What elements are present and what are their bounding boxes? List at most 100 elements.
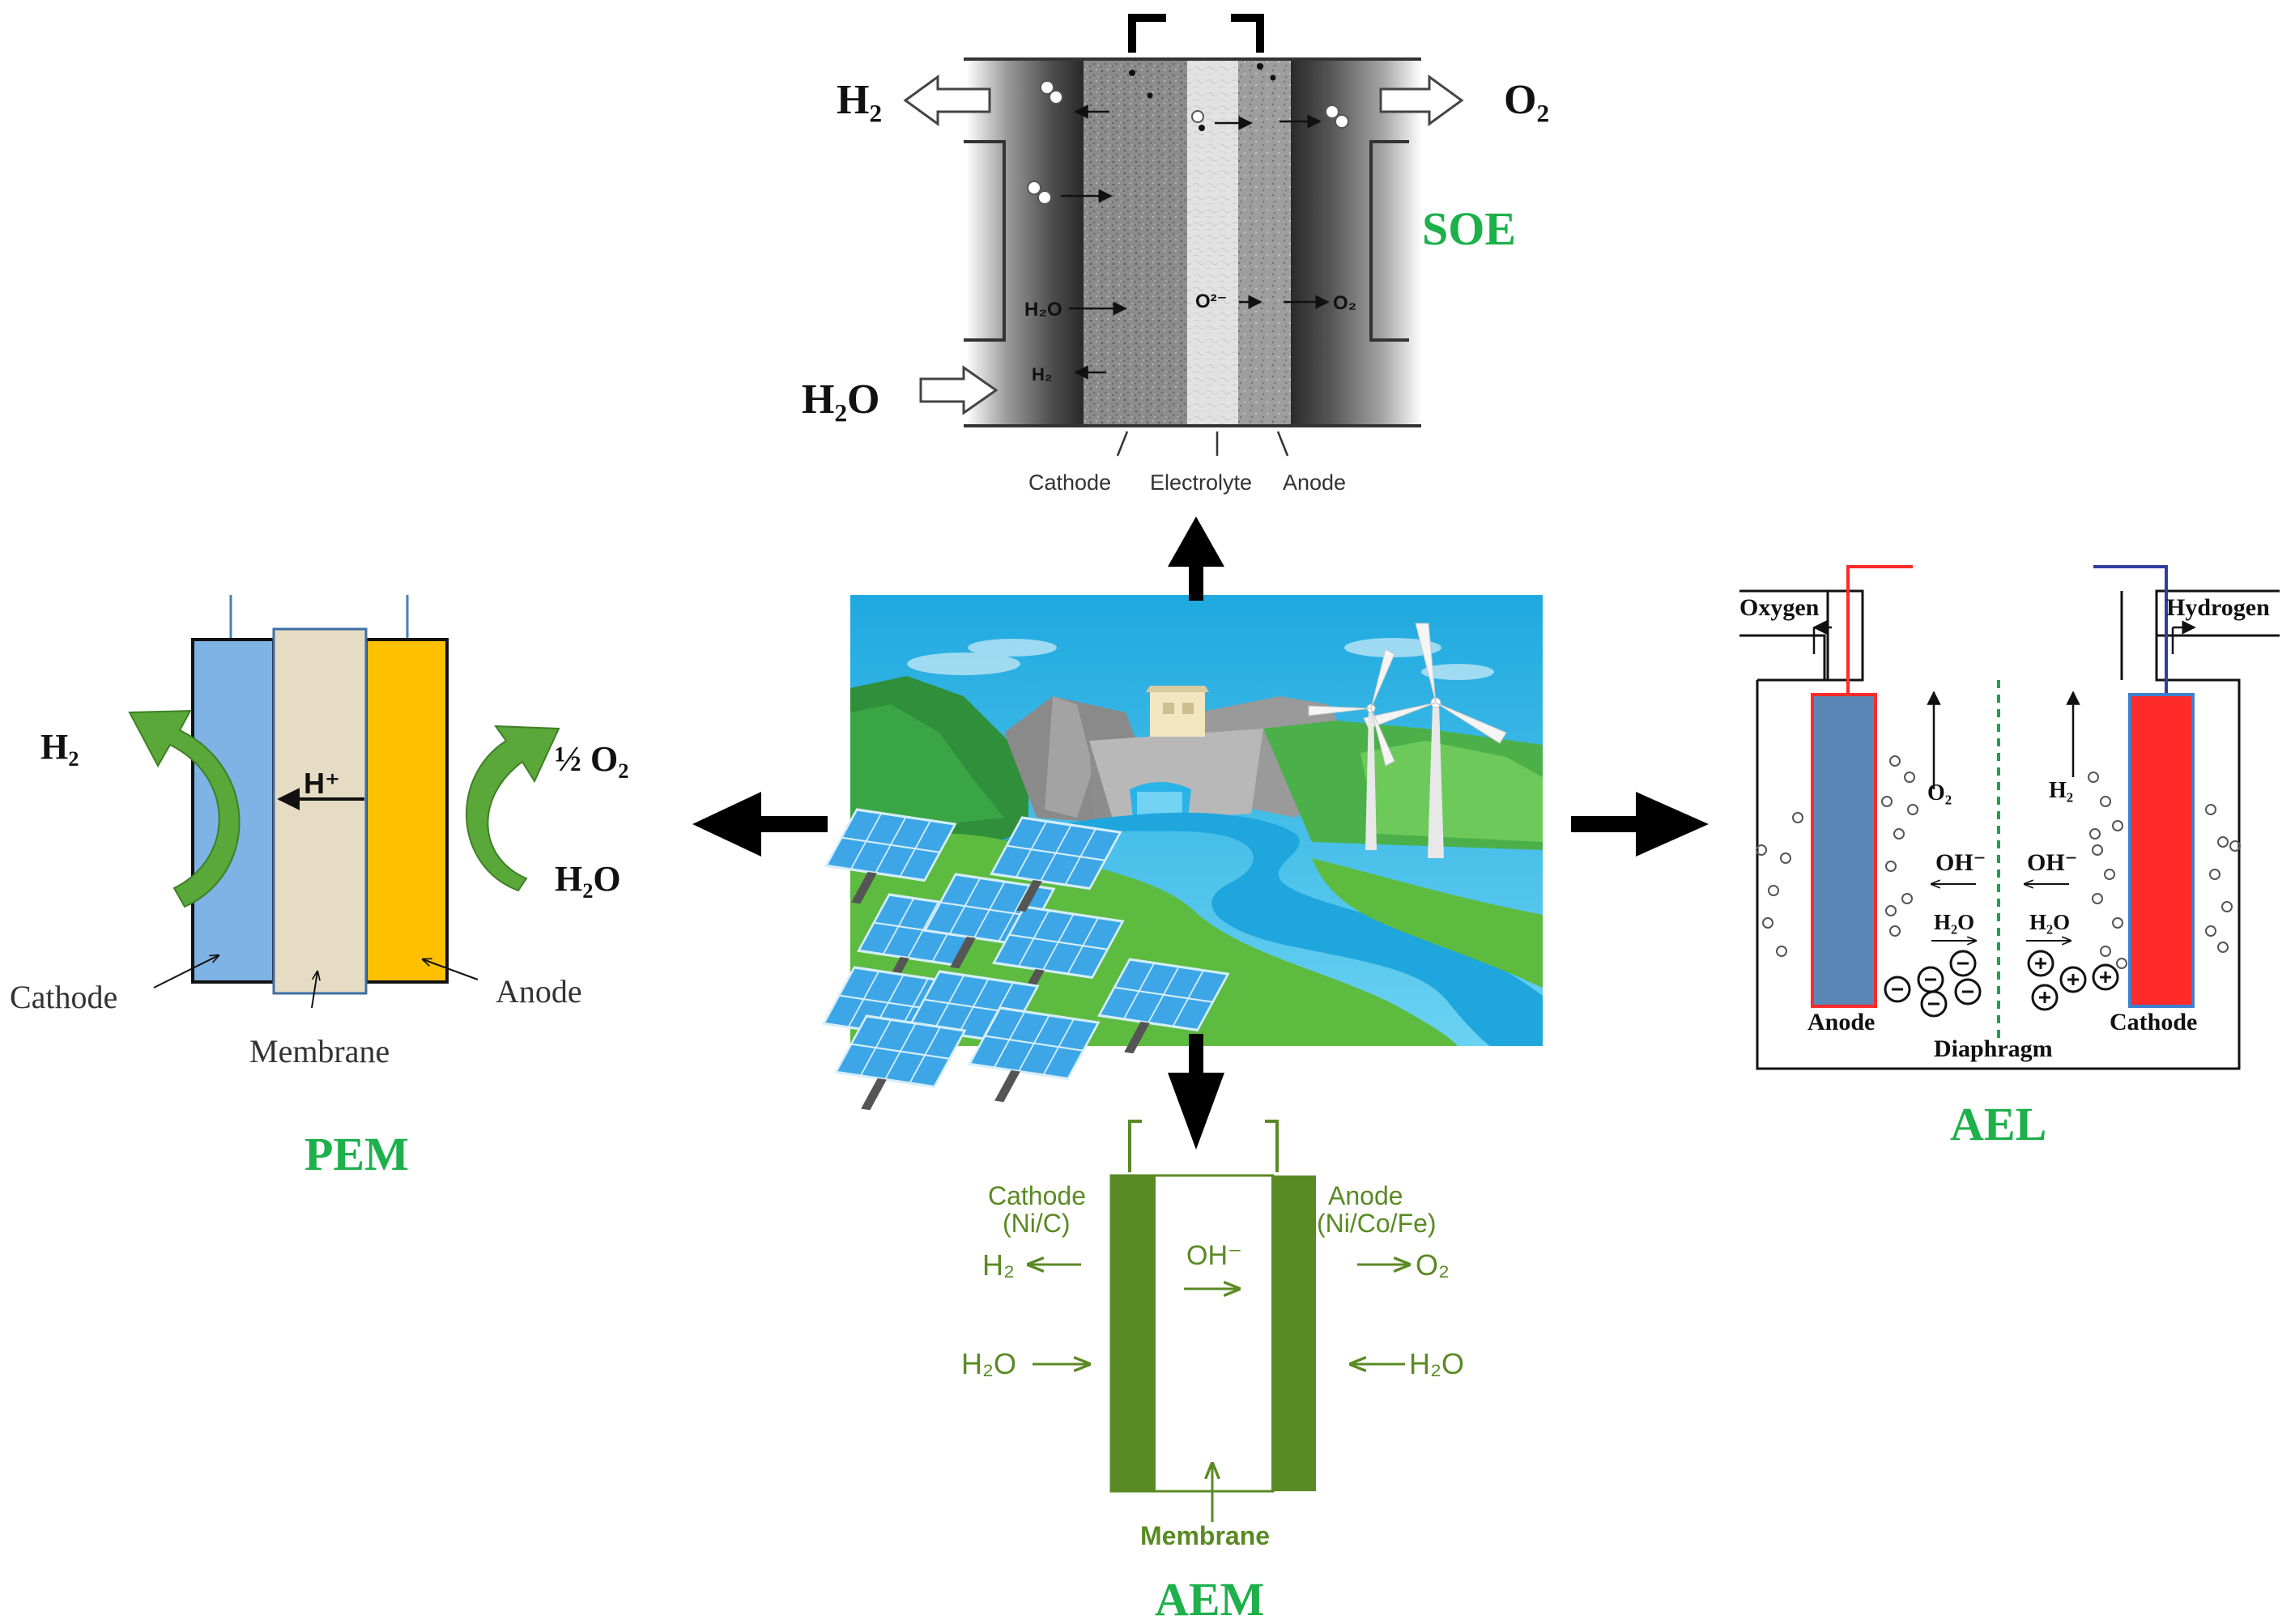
gas-bubble <box>1881 796 1893 807</box>
aem-o2-label: O₂ <box>1416 1248 1450 1282</box>
gas-bubble <box>2112 917 2123 929</box>
gas-bubble <box>2205 925 2216 937</box>
soe-anode-layer <box>1238 59 1291 426</box>
arrow-to-ael <box>1571 792 1709 857</box>
solar-panels <box>822 808 1230 1111</box>
solar-panel <box>834 1014 967 1111</box>
ael-h2o-right: H₂O <box>2029 910 2070 934</box>
soe-inner-h2o: H₂O <box>1024 299 1062 321</box>
arrow-to-pem <box>692 792 828 857</box>
aem-cathode-label: Cathode <box>988 1181 1086 1210</box>
wind-turbine-2 <box>1308 648 1395 850</box>
ael-diaphragm-label: Diaphragm <box>1934 1035 2053 1062</box>
positive-ion <box>2027 950 2054 977</box>
pem-membrane <box>272 627 368 995</box>
gas-bubble <box>1780 852 1791 864</box>
soe-h2o-in-arrow <box>919 365 998 415</box>
gas-bubble <box>2116 958 2127 969</box>
soe-title: SOE <box>1422 202 1516 255</box>
pem-panel: H⁺ H₂ ½ O₂ H₂O Cathode Membrane Anode PE… <box>10 595 628 1180</box>
soe-o2-out-arrow <box>1379 74 1464 126</box>
pem-cathode-label: Cathode <box>10 979 117 1015</box>
pem-half-o2-label: ½ O₂ <box>555 739 628 779</box>
arrow-to-soe <box>1168 517 1224 601</box>
soe-h2o-label: H₂O <box>802 376 879 423</box>
ael-h2o-left: H₂O <box>1934 910 1974 934</box>
river <box>996 812 1543 1046</box>
pem-right-curved-arrow <box>466 725 560 892</box>
clouds <box>907 638 1494 680</box>
gas-bubble <box>2104 869 2115 880</box>
pem-hplus-label: H⁺ <box>304 767 340 800</box>
gas-bubble <box>1885 905 1897 916</box>
aem-title: AEM <box>1155 1573 1264 1624</box>
gas-bubble <box>1792 812 1803 823</box>
hydroxide-ion <box>1884 976 1911 1003</box>
pem-h2-label: H₂ <box>40 727 79 767</box>
gas-bubble <box>2221 901 2233 912</box>
gas-bubble <box>2089 828 2101 840</box>
soe-inner-h2: H₂ <box>1032 364 1053 385</box>
ael-ohminus-left: OH⁻ <box>1935 849 1986 876</box>
gas-bubble <box>1756 844 1767 856</box>
ael-cathode-electrode <box>2128 693 2195 1008</box>
aem-h2-label: H₂ <box>982 1248 1015 1282</box>
soe-cathode-gradient <box>966 59 1084 426</box>
gas-bubble <box>2209 869 2220 880</box>
aem-h2o-right: H₂O <box>1409 1347 1464 1380</box>
pem-left-curved-arrow <box>128 709 241 908</box>
pem-membrane-label: Membrane <box>249 1033 390 1069</box>
gas-bubble <box>1901 893 1913 904</box>
gas-bubble <box>1768 885 1779 896</box>
gas-bubble <box>2092 893 2103 904</box>
hydroxide-ion <box>1954 978 1982 1005</box>
positive-ion <box>2059 966 2087 993</box>
soe-cathode-label: Cathode <box>1028 470 1111 495</box>
hydroxide-ion <box>1917 966 1944 993</box>
ael-anode-electrode <box>1811 693 1877 1008</box>
soe-anode-gradient <box>1291 59 1422 426</box>
aem-anode-label: Anode <box>1328 1181 1403 1210</box>
aem-cathode-material: (Ni/C) <box>1003 1209 1071 1238</box>
pem-anode <box>364 638 449 984</box>
aem-panel: Cathode (Ni/C) Anode (Ni/Co/Fe) H₂ O₂ OH… <box>961 1120 1464 1624</box>
soe-anode-label: Anode <box>1283 470 1346 495</box>
gas-bubble <box>2112 820 2123 831</box>
ael-hydrogen-label: Hydrogen <box>2166 594 2270 621</box>
pem-h2o-label: H₂O <box>555 859 621 899</box>
gas-bubble <box>1889 755 1901 767</box>
solar-panel <box>824 808 957 904</box>
soe-h2-label: H₂ <box>837 77 882 123</box>
gas-bubble <box>1885 861 1897 872</box>
ael-gas-bubbles <box>1756 755 2241 969</box>
gas-bubble <box>2092 844 2103 856</box>
aem-cathode-electrode <box>1111 1175 1156 1491</box>
ael-anode-label: Anode <box>1807 1009 1875 1035</box>
aem-h2o-left: H₂O <box>961 1347 1016 1380</box>
solar-panel <box>990 816 1122 912</box>
ael-oxygen-label: Oxygen <box>1739 594 1820 621</box>
aem-ohminus-label: OH⁻ <box>1186 1240 1242 1271</box>
gas-bubble <box>1776 946 1787 957</box>
soe-inner-o2minus: O²⁻ <box>1195 291 1227 312</box>
gas-bubble <box>2217 942 2229 953</box>
wind-turbine-1 <box>1363 623 1507 858</box>
positive-ion <box>2031 984 2059 1011</box>
gas-bubble <box>2229 840 2241 852</box>
gas-bubble <box>1889 925 1901 937</box>
pem-anode-label: Anode <box>496 973 582 1010</box>
gas-bubble <box>2100 946 2111 957</box>
aem-membrane-label: Membrane <box>1140 1521 1270 1550</box>
ael-ions <box>1884 950 2119 1018</box>
soe-inner-o2: O₂ <box>1333 292 1356 314</box>
arrow-to-aem <box>1168 1034 1224 1150</box>
ael-ohminus-right: OH⁻ <box>2027 849 2078 876</box>
gas-bubble <box>2100 796 2111 807</box>
gas-bubble <box>2205 804 2216 815</box>
solar-panel <box>1097 958 1230 1054</box>
hydroxide-ion <box>1949 950 1977 977</box>
pem-title: PEM <box>304 1128 409 1180</box>
solar-panel <box>968 1006 1101 1103</box>
aem-anode-electrode <box>1271 1175 1316 1491</box>
